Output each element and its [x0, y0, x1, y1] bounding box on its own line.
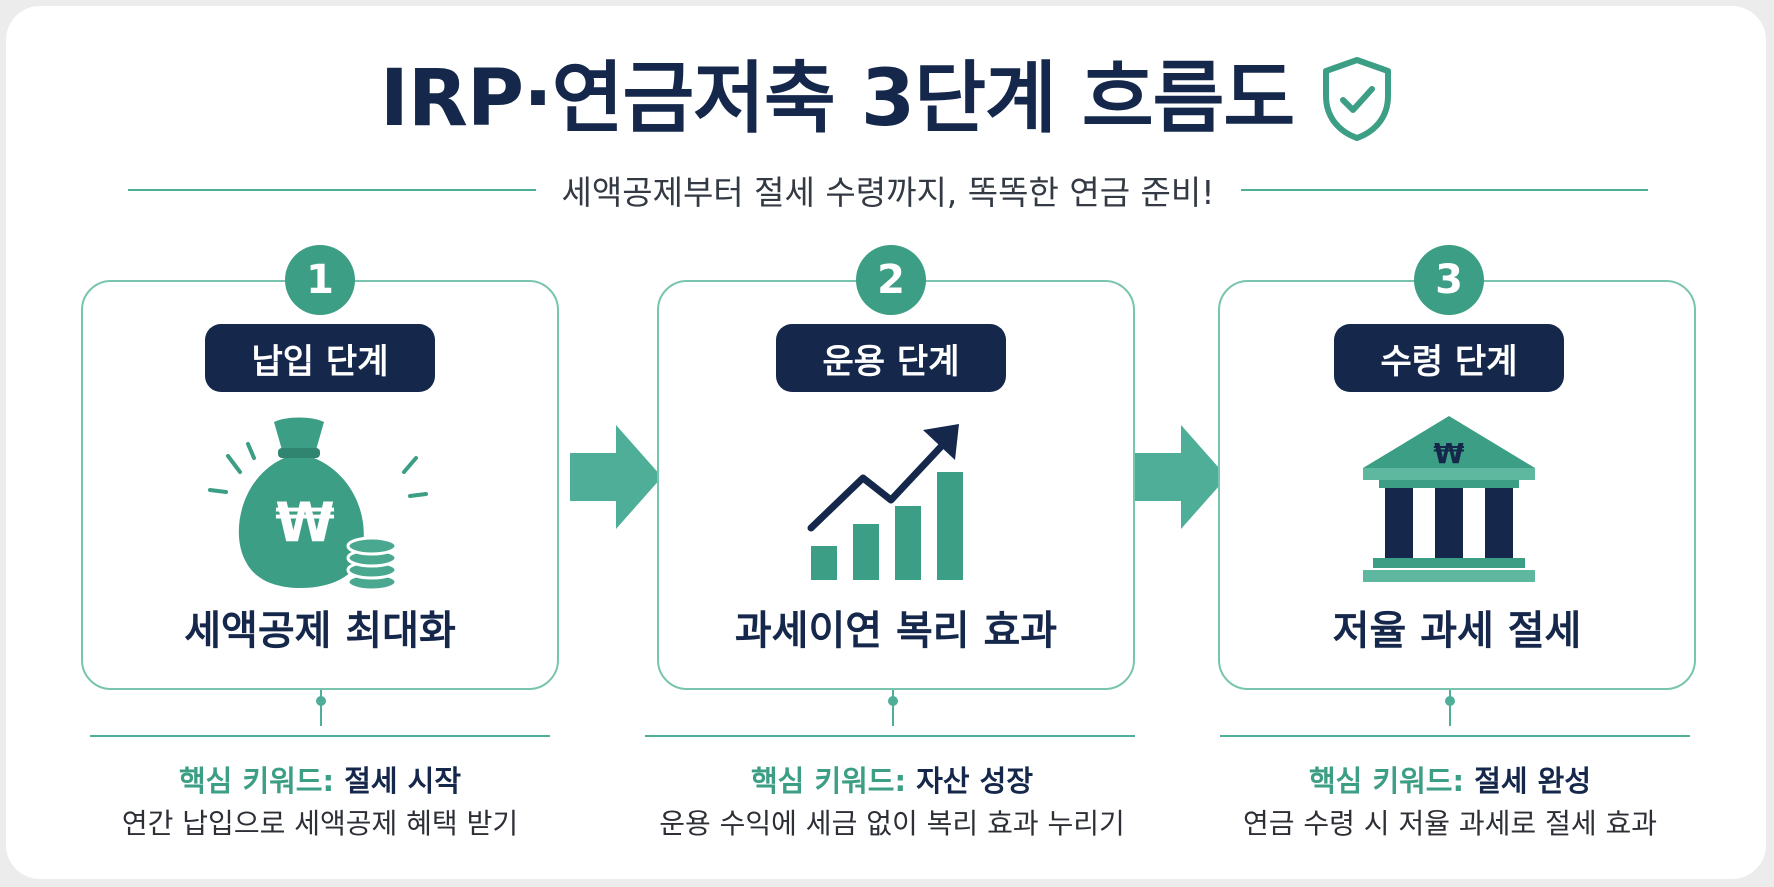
- arrow-right-icon: [1135, 425, 1227, 529]
- page-title: IRP·연금저축 3단계 흐름도: [379, 54, 1295, 144]
- step-2-keyword-label: 핵심 키워드:: [750, 764, 907, 798]
- step-1-connector-dot: [316, 696, 326, 706]
- step-2-description: 운용 수익에 세금 없이 복리 효과 누리기: [659, 807, 1125, 840]
- step-2-keyword: 자산 성장: [916, 764, 1034, 798]
- step-1-divider: [90, 735, 550, 737]
- step-3-benefit: 저율 과세 절세: [1332, 608, 1582, 654]
- step-1-keyword-label: 핵심 키워드:: [178, 764, 335, 798]
- growth-chart-icon: [807, 424, 963, 580]
- subtitle-divider-right: [1240, 189, 1649, 191]
- step-2-divider: [645, 735, 1135, 737]
- step-3-divider: [1220, 735, 1690, 737]
- bank-won-symbol: ₩: [1433, 437, 1465, 470]
- step-1-description: 연간 납입으로 세액공제 혜택 받기: [121, 807, 519, 840]
- step-2-keyword-line: 핵심 키워드: 자산 성장: [612, 758, 1172, 800]
- money-bag-won-symbol: ₩: [275, 491, 335, 554]
- step-3-number-badge: 3: [1414, 245, 1484, 315]
- title-row: IRP·연금저축 3단계 흐름도: [0, 44, 1774, 154]
- step-3-description: 연금 수령 시 저율 과세로 절세 효과: [1242, 807, 1658, 840]
- step-2-benefit: 과세이연 복리 효과: [734, 608, 1058, 654]
- arrow-right-icon: [570, 425, 662, 529]
- step-3-keyword-line: 핵심 키워드: 절세 완성: [1170, 758, 1730, 800]
- step-3-keyword-label: 핵심 키워드:: [1308, 764, 1465, 798]
- subtitle-divider-left: [128, 189, 536, 191]
- step-2-number-badge: 2: [856, 245, 926, 315]
- step-1-connector: [320, 690, 322, 726]
- subtitle: 세액공제부터 절세 수령까지, 똑똑한 연금 준비!: [561, 173, 1215, 212]
- step-3-keyword: 절세 완성: [1474, 764, 1592, 798]
- step-3-connector: [1449, 690, 1451, 726]
- step-1-keyword: 절세 시작: [344, 764, 462, 798]
- step-1-stage-label: 납입 단계: [205, 324, 435, 392]
- step-1-benefit: 세액공제 최대화: [184, 608, 456, 654]
- step-3-stage-label: 수령 단계: [1334, 324, 1564, 392]
- step-1-number-badge: 1: [285, 245, 355, 315]
- step-1-keyword-line: 핵심 키워드: 절세 시작: [40, 758, 600, 800]
- step-3-connector-dot: [1445, 696, 1455, 706]
- step-2-stage-label: 운용 단계: [776, 324, 1006, 392]
- step-2-connector: [892, 690, 894, 726]
- bank-building-icon: [1363, 416, 1535, 582]
- step-2-connector-dot: [888, 696, 898, 706]
- shield-check-icon: [1323, 57, 1392, 141]
- subtitle-row: 세액공제부터 절세 수령까지, 똑똑한 연금 준비!: [128, 165, 1649, 215]
- money-bag-won-icon: [208, 417, 428, 592]
